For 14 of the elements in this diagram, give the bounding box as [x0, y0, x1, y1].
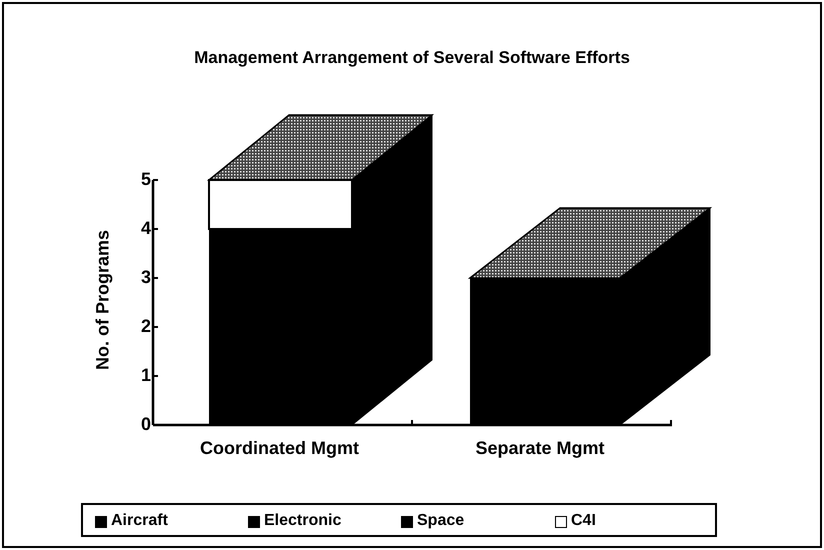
tick-label: 3 — [140, 267, 151, 288]
tick-label: 0 — [140, 414, 151, 435]
tick-label: 1 — [140, 365, 151, 386]
tick-label: 2 — [140, 316, 151, 337]
tick-label: 4 — [140, 218, 151, 239]
category-label: Separate Mgmt — [475, 438, 605, 459]
tick-label: 5 — [140, 169, 151, 190]
axis-title: No. of Programs — [92, 230, 114, 370]
legend-label: Aircraft — [111, 512, 168, 530]
category-label: Coordinated Mgmt — [200, 438, 359, 459]
legend-label: Electronic — [264, 512, 342, 530]
legend-label: Space — [417, 512, 464, 530]
chart-title: Management Arrangement of Several Software Efforts — [193, 48, 631, 68]
legend-label: C4I — [571, 512, 596, 530]
